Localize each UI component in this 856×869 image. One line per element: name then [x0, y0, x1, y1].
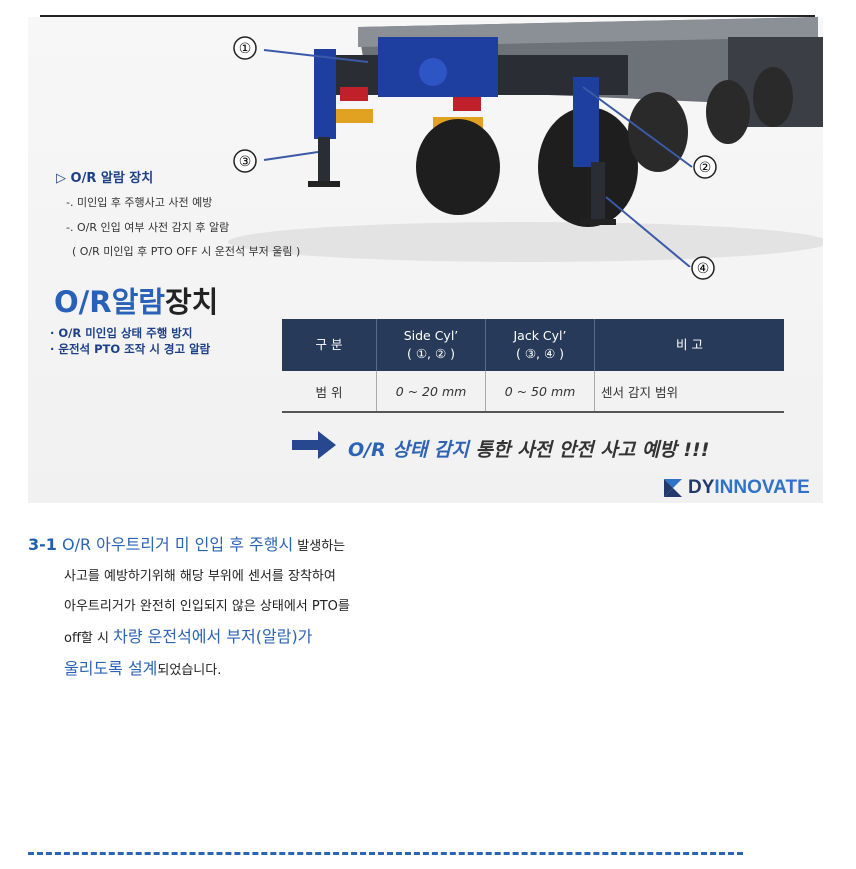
callout-3: ③ — [232, 148, 258, 178]
cell-side-range: 0 ~ 20 mm — [376, 371, 486, 413]
alarm-box-line-2: -. O/R 인입 여부 사전 감지 후 알람 — [66, 221, 230, 234]
table-row: 범 위 0 ~ 20 mm 0 ~ 50 mm 센서 감지 범위 — [282, 371, 784, 413]
callout-4-text: ④ — [697, 261, 710, 277]
header-jack-cyl: Jack Cyl’( ③, ④ ) — [485, 319, 595, 371]
description-paragraph: 3-1 O/R 아우트리거 미 인입 후 주행시 발생하는 사고를 예방하기위해… — [28, 530, 350, 686]
heading-part1: O/R알람 — [54, 285, 165, 319]
alarm-box-title: ▷ O/R 알람 장치 — [56, 171, 154, 186]
logo-innovate: INNOVATE — [714, 477, 810, 498]
bullet-2: · 운전석 PTO 조작 시 경고 알람 — [50, 342, 211, 356]
description-line-3: 아우트리거가 완전히 인입되지 않은 상태에서 PTO를 — [64, 599, 350, 614]
slogan-rest: 통한 사전 안전 사고 예방 !!! — [468, 439, 710, 461]
callout-2: ② — [692, 154, 718, 184]
truck-illustration — [228, 17, 823, 267]
spec-table: 구 분 Side Cyl’( ①, ② ) Jack Cyl’( ③, ④ ) … — [282, 319, 784, 413]
heading-part2: 장치 — [164, 285, 219, 319]
section-number: 3-1 — [28, 535, 57, 554]
callout-2-text: ② — [699, 160, 712, 176]
figure-panel: ① ③ ② ④ ▷ O/R 알람 장치 -. 미인입 후 주행사고 사전 예방 … — [28, 17, 823, 503]
description-line-1: 3-1 O/R 아우트리거 미 인입 후 주행시 발생하는 — [28, 530, 350, 562]
slogan: O/R 상태 감지 통한 사전 안전 사고 예방 !!! — [348, 435, 709, 462]
description-line-2: 사고를 예방하기위해 해당 부위에 센서를 장착하여 — [64, 569, 336, 584]
cell-jack-range: 0 ~ 50 mm — [485, 371, 595, 413]
cell-remark: 센서 감지 범위 — [594, 371, 784, 413]
spec-header-row: 구 분 Side Cyl’( ①, ② ) Jack Cyl’( ③, ④ ) … — [282, 319, 784, 371]
description-highlight-5: 울리도록 설계 — [64, 659, 158, 678]
dashed-divider — [28, 852, 743, 855]
section-heading: O/R알람장치 — [54, 279, 218, 321]
callout-4: ④ — [690, 255, 716, 285]
slogan-highlight: O/R 상태 감지 — [348, 439, 469, 461]
alarm-box-line-1: -. 미인입 후 주행사고 사전 예방 — [66, 196, 213, 209]
description-highlight-1: O/R 아우트리거 미 인입 후 주행시 — [56, 535, 294, 554]
description-line-4: off할 시 차량 운전석에서 부저(알람)가 — [28, 622, 350, 654]
feature-bullets: · O/R 미인입 상태 주행 방지 · 운전석 PTO 조작 시 경고 알람 — [50, 325, 210, 357]
bullet-1: · O/R 미인입 상태 주행 방지 — [50, 326, 193, 340]
description-line-5: 울리도록 설계되었습니다. — [28, 654, 350, 686]
cell-range-label: 범 위 — [282, 371, 377, 413]
logo-mark-icon — [664, 479, 682, 497]
header-remarks: 비 고 — [594, 319, 784, 371]
header-category: 구 분 — [282, 319, 377, 371]
description-highlight-4: 차량 운전석에서 부저(알람)가 — [113, 627, 313, 646]
logo-dy: DY — [688, 477, 715, 498]
callout-3-text: ③ — [239, 154, 252, 170]
description-text-1: 발생하는 — [293, 539, 346, 554]
description-text-5: 되었습니다. — [157, 663, 222, 678]
header-side-cyl: Side Cyl’( ①, ② ) — [376, 319, 486, 371]
callout-1-text: ① — [239, 41, 252, 57]
top-rule — [40, 15, 815, 17]
alarm-box-line-3: ( O/R 미인입 후 PTO OFF 시 운전석 부저 울림 ) — [72, 245, 301, 258]
callout-1: ① — [232, 35, 258, 65]
description-text-4a: off할 시 — [64, 631, 114, 646]
arrow-right-icon — [292, 431, 336, 459]
